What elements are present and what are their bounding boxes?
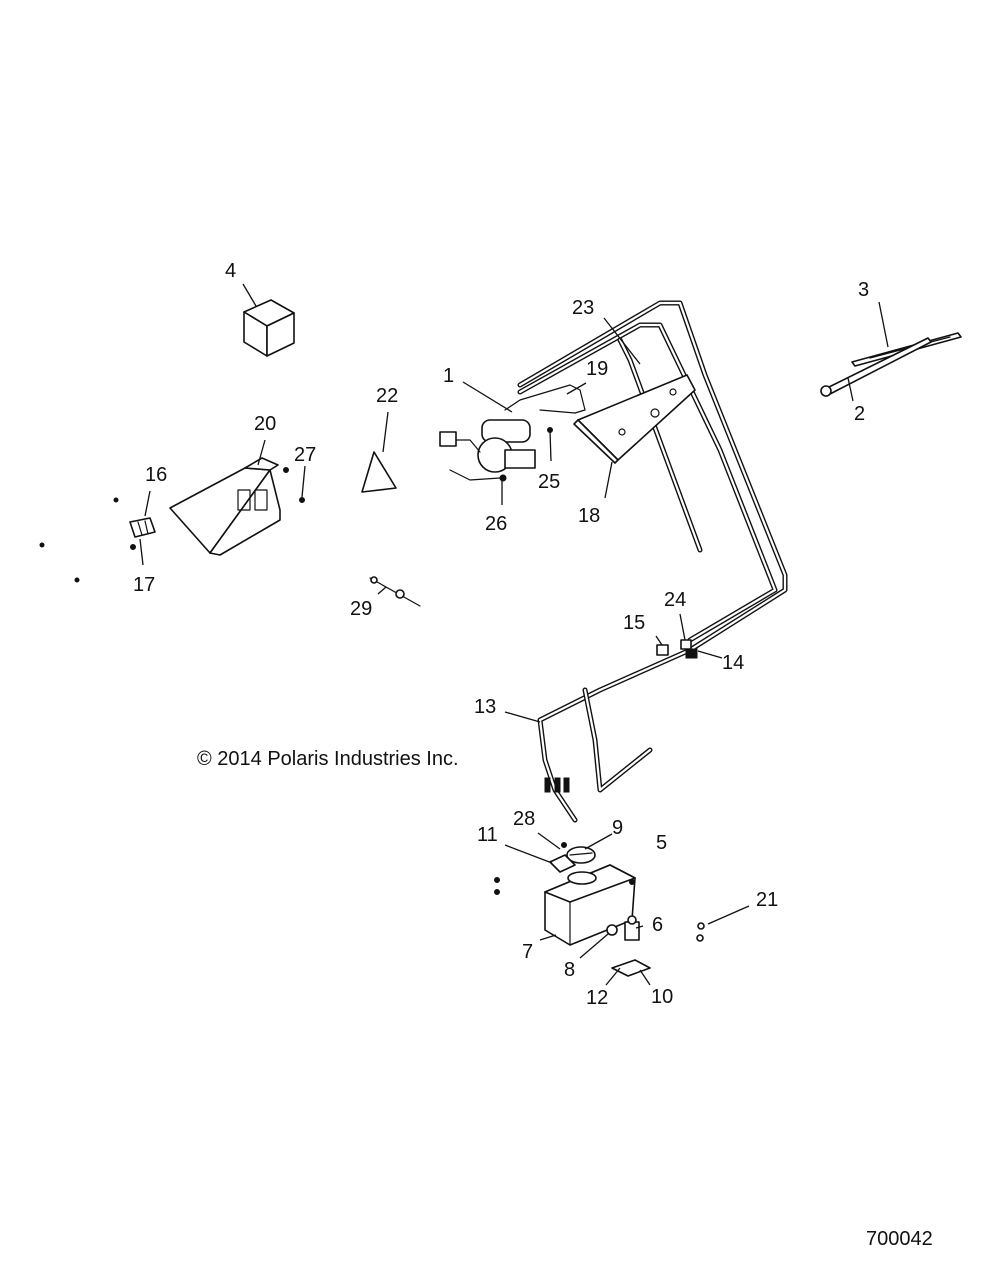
callout-6: 6: [652, 914, 663, 936]
part-6-pump: [624, 915, 640, 941]
part-29-cable: [369, 576, 421, 607]
part-2-wiper-arm: [820, 337, 932, 397]
part-26-fastener: [499, 474, 507, 482]
part-13-harness-end: [544, 777, 570, 793]
callout-3: 3: [858, 279, 869, 301]
loose-fasteners-reservoir: [494, 877, 635, 895]
callout-25: 25: [538, 471, 560, 493]
part-10-bracket: [611, 959, 651, 977]
loose-fasteners-left: [39, 497, 119, 583]
part-7-reservoir: [544, 864, 636, 946]
callout-19: 19: [586, 358, 608, 380]
callout-17: 17: [133, 574, 155, 596]
callout-12: 12: [586, 987, 608, 1009]
callout-15: 15: [623, 612, 645, 634]
part-27-fastener: [283, 467, 305, 503]
callout-9: 9: [612, 817, 623, 839]
part-20-storage-box: [169, 457, 281, 556]
callout-8: 8: [564, 959, 575, 981]
part-24-clip: [680, 639, 692, 650]
callout-10: 10: [651, 986, 673, 1008]
part-18-panel: [573, 374, 696, 464]
callout-29: 29: [350, 598, 372, 620]
callout-4: 4: [225, 260, 236, 282]
callout-labels: 1 2 3 4 5 6 7 8 9 10 11 12 13 14 15 16 1…: [133, 260, 869, 1009]
part-28-fastener: [561, 842, 567, 848]
callout-1: 1: [443, 365, 454, 387]
callout-20: 20: [254, 413, 276, 435]
part-9-cap: [566, 846, 596, 864]
part-8-grommet: [606, 924, 618, 936]
callout-14: 14: [722, 652, 744, 674]
diagram-code: 700042: [866, 1228, 933, 1250]
part-16-switch: [129, 517, 156, 538]
callout-18: 18: [578, 505, 600, 527]
callout-24: 24: [664, 589, 686, 611]
part-14-connector: [685, 648, 698, 659]
copyright-notice: © 2014 Polaris Industries Inc.: [197, 748, 459, 770]
callout-11: 11: [477, 824, 498, 846]
part-19-hose: [504, 384, 586, 414]
part-21-fasteners: [696, 922, 705, 942]
part-22-triangle: [361, 451, 397, 493]
part-11-bracket: [549, 854, 576, 873]
callout-26: 26: [485, 513, 507, 535]
harness-and-hoses: [517, 300, 788, 823]
callout-22: 22: [376, 385, 398, 407]
callout-27: 27: [294, 444, 316, 466]
part-4-box: [243, 299, 295, 357]
callout-16: 16: [145, 464, 167, 486]
callout-2: 2: [854, 403, 865, 425]
callout-5: 5: [656, 832, 667, 854]
callout-13: 13: [474, 696, 496, 718]
leader-lines: [139, 283, 889, 986]
callout-28: 28: [513, 808, 535, 830]
part-1-wiper-motor: [439, 419, 536, 481]
part-15-connector: [656, 644, 669, 656]
part-17-fastener: [130, 544, 136, 550]
callout-21: 21: [756, 889, 778, 911]
callout-23: 23: [572, 297, 594, 319]
callout-7: 7: [522, 941, 533, 963]
